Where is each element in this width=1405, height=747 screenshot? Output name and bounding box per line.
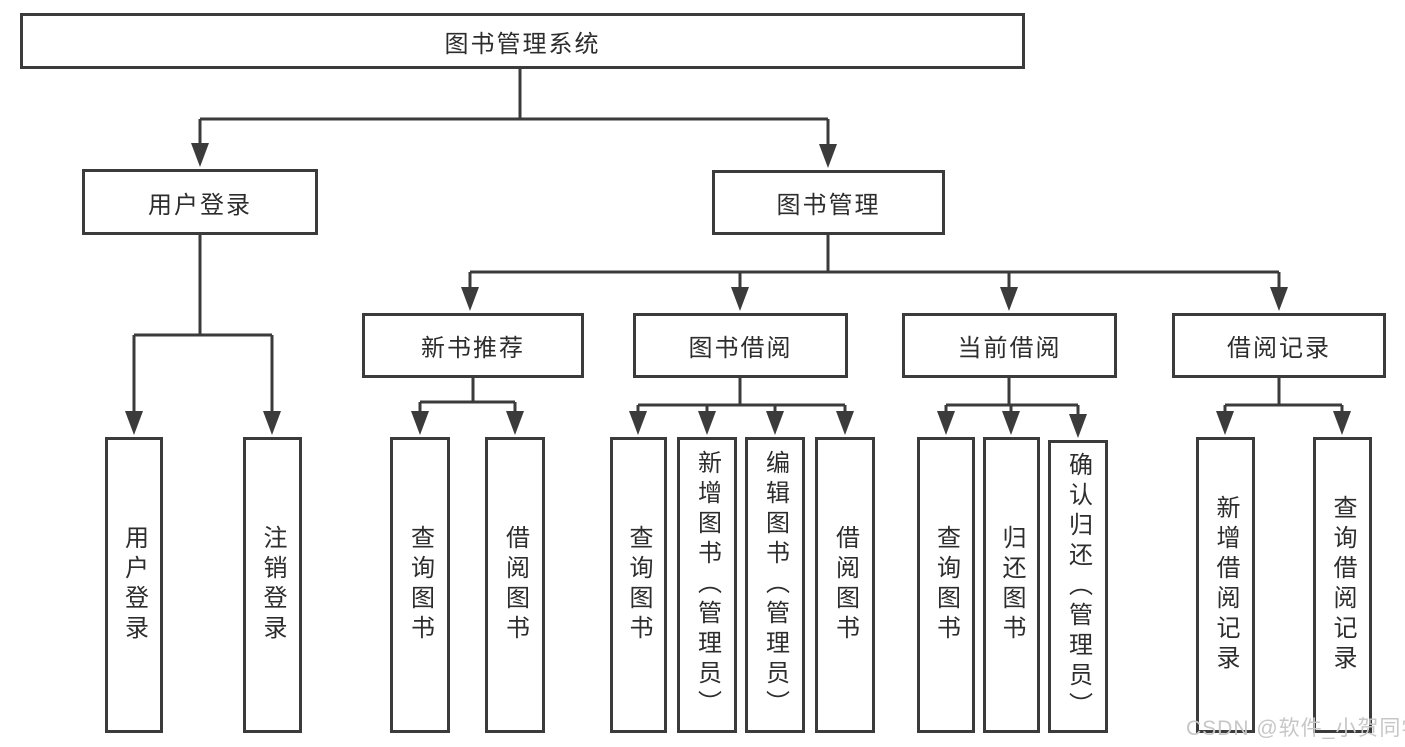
node-new-book-recommendation: 新书推荐 [362,313,584,378]
node-book-management: 图书管理 [712,170,945,235]
node-borrowing-records: 借阅记录 [1172,313,1386,378]
node-label: 用户登录 [148,191,252,219]
leaf-return-books: 归还图书 [983,437,1040,733]
leaf-logout-login: 注销登录 [243,437,302,733]
leaf-query-books-current: 查询图书 [917,437,975,733]
leaf-user-login: 用户登录 [105,437,163,733]
leaf-label: 用户登录 [120,525,148,645]
leaf-query-books-recommend: 查询图书 [390,437,450,733]
node-label: 图书管理系统 [444,30,601,58]
leaf-label: 借阅图书 [831,525,859,645]
arrowheads [125,143,1351,438]
leaf-query-borrow-record: 查询借阅记录 [1313,437,1372,733]
node-label: 借阅记录 [1227,335,1331,362]
leaf-label: 查询借阅记录 [1329,495,1356,675]
leaf-label: 确认归还（管理员） [1064,451,1092,722]
leaf-add-books-admin: 新增图书（管理员） [677,437,737,733]
node-label: 图书管理 [776,192,881,219]
leaf-label: 新增借阅记录 [1212,495,1239,675]
watermark: CSDN @软件_小贺同学 [1186,717,1405,740]
leaf-label: 编辑图书（管理员） [761,450,789,720]
node-book-borrowing: 图书借阅 [633,313,848,378]
node-current-borrowing: 当前借阅 [902,313,1117,378]
leaf-label: 借阅图书 [501,525,529,645]
leaf-label: 归还图书 [998,525,1025,645]
leaf-query-books-borrow: 查询图书 [610,437,667,733]
node-label: 新书推荐 [421,335,525,362]
node-user-login: 用户登录 [82,169,318,235]
leaf-confirm-return-admin: 确认归还（管理员） [1048,440,1108,733]
leaf-label: 注销登录 [259,525,286,645]
leaf-borrow-books: 借阅图书 [815,437,875,733]
leaf-edit-books-admin: 编辑图书（管理员） [745,437,805,733]
leaf-label: 新增图书（管理员） [693,450,721,720]
node-library-management-system: 图书管理系统 [20,13,1025,69]
node-label: 当前借阅 [957,335,1062,362]
node-label: 图书借阅 [688,335,793,362]
leaf-borrow-books-recommend: 借阅图书 [485,437,545,733]
leaf-label: 查询图书 [406,525,434,645]
leaf-add-borrow-record: 新增借阅记录 [1196,437,1255,733]
leaf-label: 查询图书 [932,525,960,645]
leaf-label: 查询图书 [625,525,652,645]
